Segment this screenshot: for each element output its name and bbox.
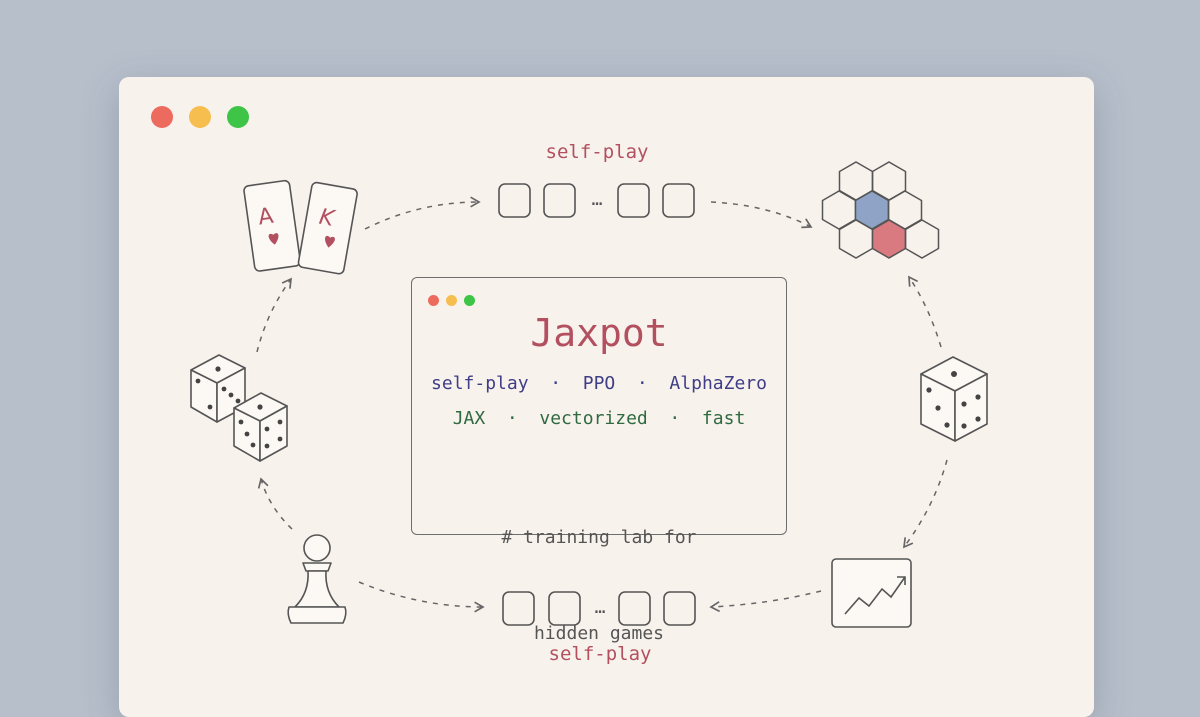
arrow-top-sequence-to-hex bbox=[710, 201, 813, 229]
bottom-sequence-ellipsis: … bbox=[595, 597, 606, 618]
app-window: … … A K bbox=[119, 77, 1094, 717]
token-box bbox=[618, 591, 651, 626]
arrow-dice-to-cards bbox=[256, 277, 292, 353]
card-close-dot bbox=[428, 295, 439, 306]
diagram-canvas: … … A K bbox=[190, 161, 988, 628]
playing-cards-icon: A K bbox=[243, 179, 358, 275]
arrow-cards-to-top-sequence bbox=[364, 196, 481, 230]
rising-chart-icon bbox=[831, 558, 912, 628]
token-box bbox=[543, 183, 576, 218]
minimize-button[interactable] bbox=[189, 106, 211, 128]
arrow-pawn-to-bottom-sequence bbox=[358, 581, 485, 613]
die-back bbox=[190, 354, 246, 423]
center-info-card: Jaxpot self-play · PPO · AlphaZero JAX ·… bbox=[411, 277, 787, 644]
app-title: Jaxpot bbox=[530, 311, 668, 355]
tagline-line-1: # training lab for bbox=[501, 527, 697, 548]
top-self-play-label: self-play bbox=[545, 141, 649, 163]
card-minimize-dot bbox=[446, 295, 457, 306]
token-box bbox=[663, 591, 696, 626]
arrow-chart-to-die bbox=[902, 459, 948, 549]
bottom-token-sequence bbox=[502, 591, 696, 626]
die-icon bbox=[920, 356, 988, 442]
top-token-sequence bbox=[498, 183, 695, 218]
tech-line: JAX · vectorized · fast bbox=[452, 408, 746, 429]
card-rank-k: K bbox=[317, 205, 337, 232]
maximize-button[interactable] bbox=[227, 106, 249, 128]
arrow-die-to-hex bbox=[908, 275, 942, 348]
token-box bbox=[498, 183, 531, 218]
window-controls bbox=[151, 106, 249, 128]
token-box bbox=[617, 183, 650, 218]
features-line: self-play · PPO · AlphaZero bbox=[431, 373, 767, 394]
close-button[interactable] bbox=[151, 106, 173, 128]
token-box bbox=[502, 591, 535, 626]
card-window-controls bbox=[428, 295, 475, 306]
hex-board-icon bbox=[821, 161, 940, 259]
card-rank-a: A bbox=[257, 204, 275, 231]
token-box bbox=[662, 183, 695, 218]
dice-pair-icon bbox=[190, 354, 288, 462]
top-sequence-ellipsis: … bbox=[592, 189, 603, 210]
token-box bbox=[548, 591, 581, 626]
arrow-chart-to-bottom-sequence bbox=[709, 590, 822, 613]
tagline-line-2: hidden games bbox=[533, 623, 665, 644]
card-maximize-dot bbox=[464, 295, 475, 306]
die-front bbox=[233, 392, 288, 462]
arrow-pawn-to-dice bbox=[257, 477, 293, 530]
tagline: # training lab for hidden games bbox=[412, 458, 786, 714]
chess-pawn-icon bbox=[287, 534, 347, 624]
bottom-self-play-label: self-play bbox=[548, 643, 652, 665]
